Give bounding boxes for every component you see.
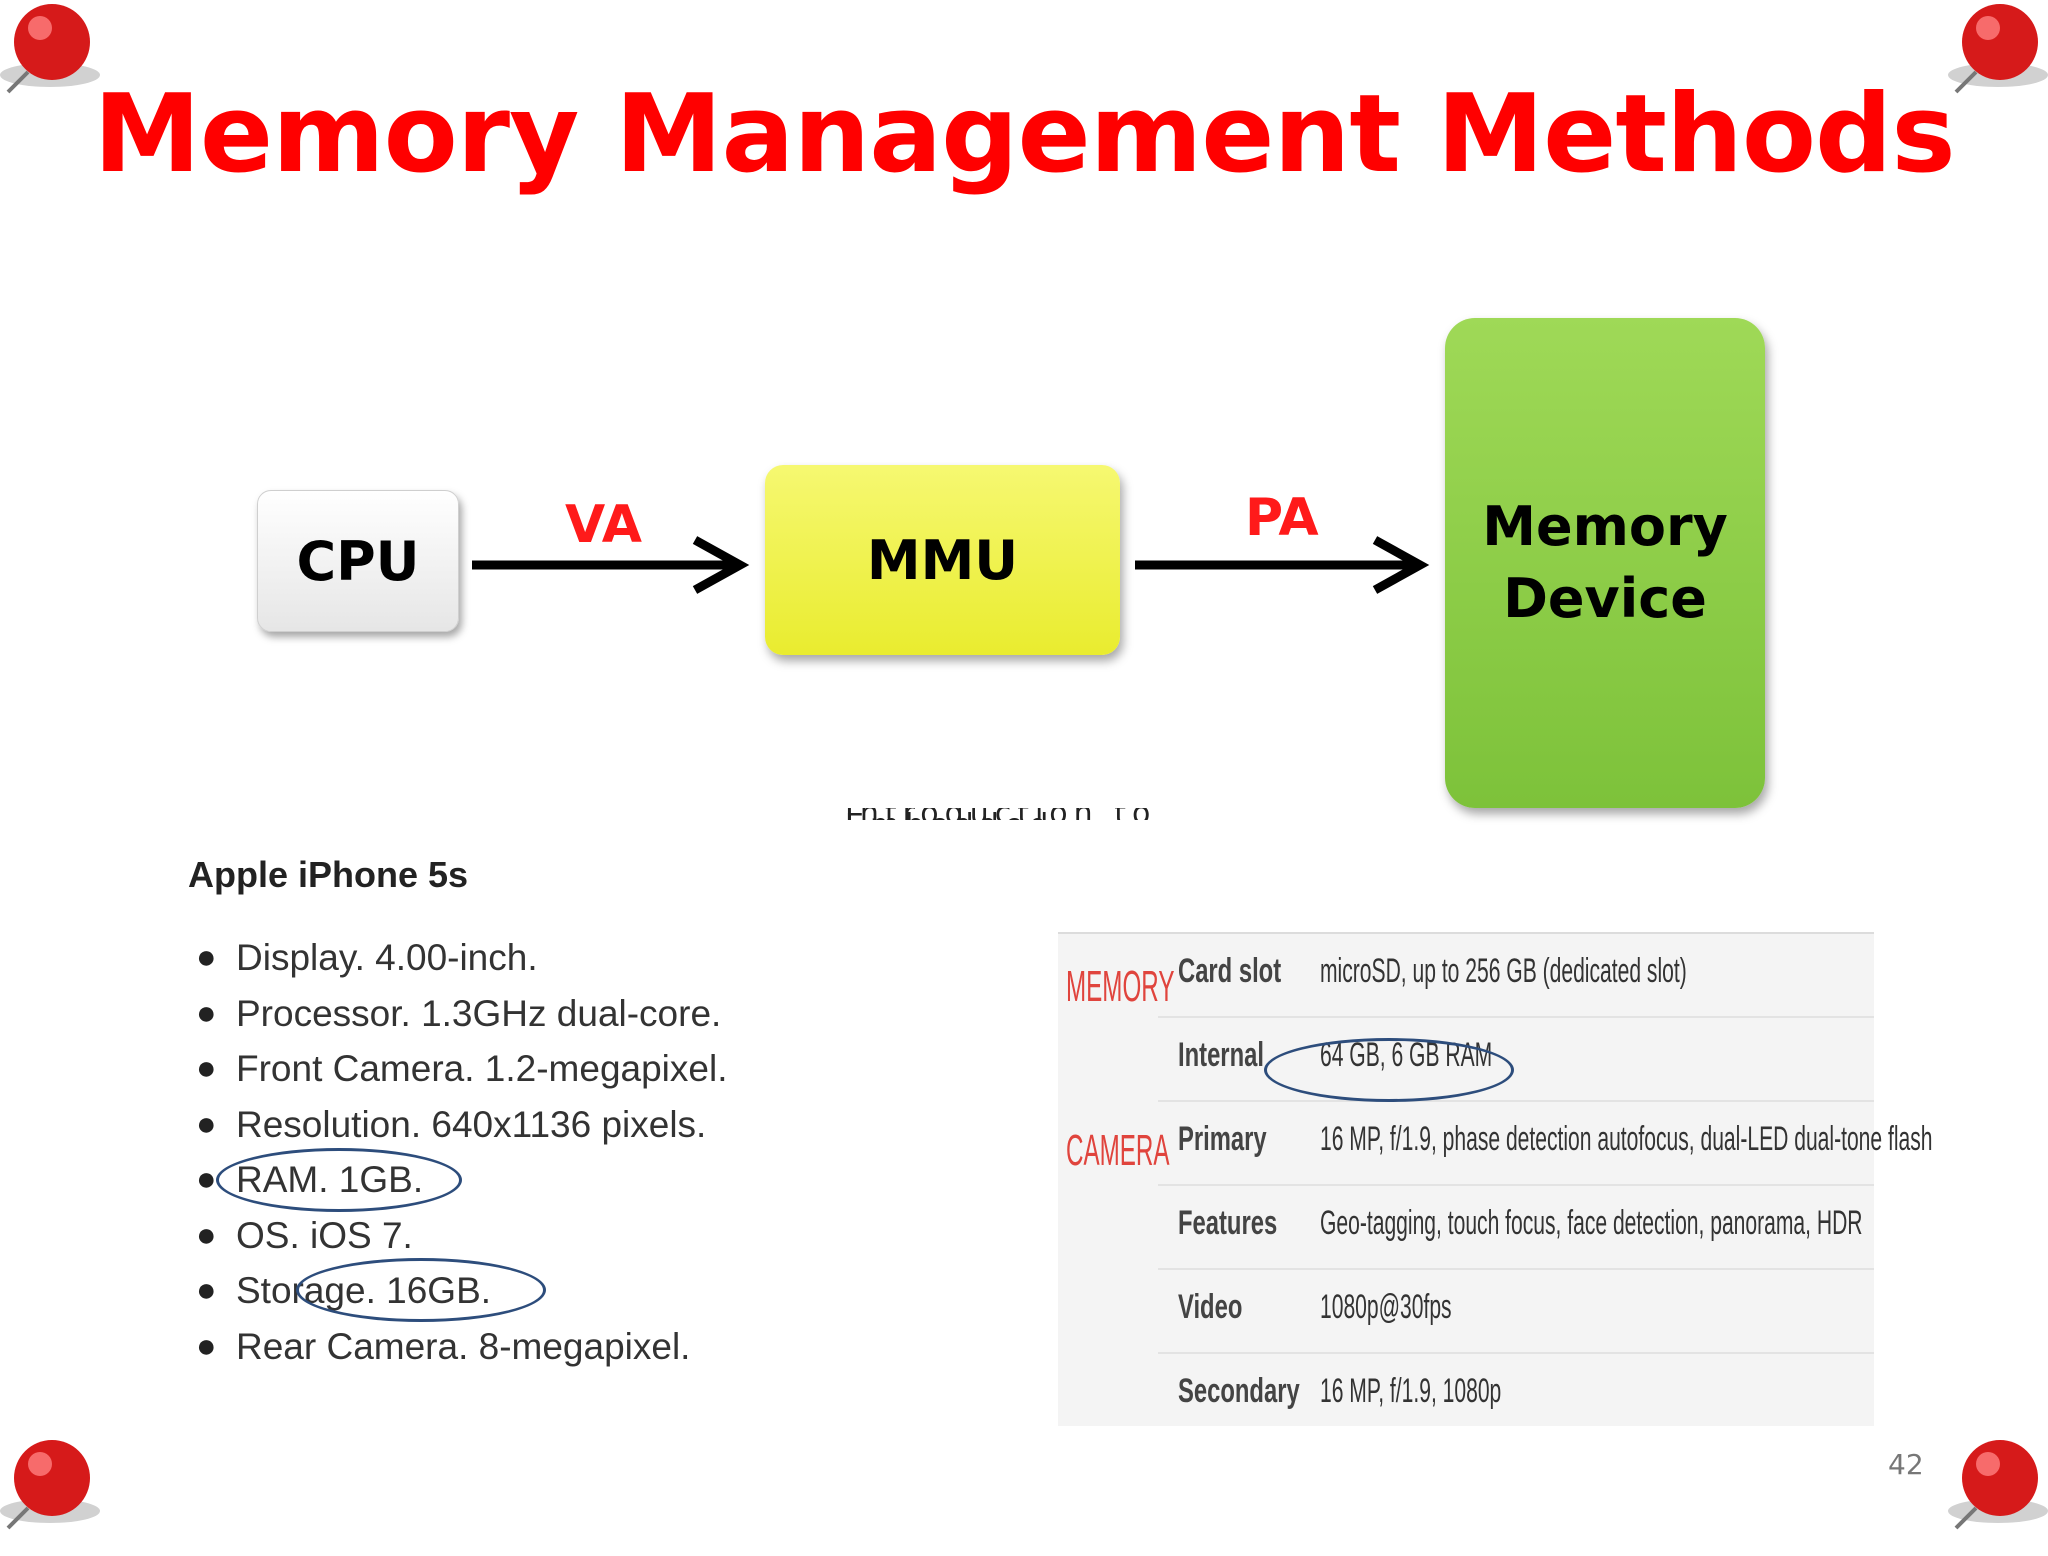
spec-text: OS. iOS 7. <box>236 1214 413 1256</box>
row-label: Video <box>1178 1288 1243 1326</box>
list-item: ● OS. iOS 7. <box>188 1208 727 1264</box>
slide-title: Memory Management Methods <box>93 72 1955 197</box>
table-row: Features Geo-tagging, touch focus, face … <box>1158 1186 1874 1270</box>
phone-spec-list: ● Display. 4.00-inch. ● Processor. 1.3GHz … <box>188 930 727 1374</box>
bullet-icon: ● <box>196 1104 217 1143</box>
bullet-icon: ● <box>196 993 217 1032</box>
pushpin-icon <box>1948 4 2048 94</box>
spec-text: Display. 4.00-inch. <box>236 937 538 978</box>
row-value: Geo-tagging, touch focus, face detection… <box>1320 1204 1863 1242</box>
highlight-ellipse-internal <box>1264 1038 1514 1102</box>
list-item: ● Front Camera. 1.2-megapixel. <box>188 1041 727 1097</box>
row-value: 16 MP, f/1.9, phase detection autofocus,… <box>1320 1120 1933 1158</box>
list-item: ● Display. 4.00-inch. <box>188 930 727 986</box>
pushpin-icon <box>1948 1440 2048 1530</box>
spec-text: Rear Camera. 8-megapixel. <box>236 1325 691 1367</box>
bullet-icon: ● <box>196 1326 217 1365</box>
mmu-label: MMU <box>866 528 1019 592</box>
spec-table: MEMORY CAMERA Card slot microSD, up to 2… <box>1058 932 1933 1426</box>
row-label: Features <box>1178 1204 1278 1242</box>
va-label: VA <box>565 495 642 555</box>
bullet-icon: ● <box>196 1271 217 1309</box>
table-row: Secondary 16 MP, f/1.9, 1080p <box>1158 1354 1874 1436</box>
table-row: Primary 16 MP, f/1.9, phase detection au… <box>1158 1102 1933 1186</box>
phone-title: Apple iPhone 5s <box>188 854 469 895</box>
memory-label-line2: Device <box>1503 567 1707 630</box>
row-label: Card slot <box>1178 952 1282 990</box>
highlight-ellipse-ram <box>216 1148 462 1212</box>
pa-label: PA <box>1245 488 1319 548</box>
spec-text: Processor. 1.3GHz dual-core. <box>236 992 722 1034</box>
spec-text: Resolution. 640x1136 pixels. <box>236 1103 707 1145</box>
cpu-label: CPU <box>296 529 420 593</box>
bullet-icon: ● <box>196 1215 217 1254</box>
memory-label-line1: Memory <box>1482 495 1728 558</box>
row-label: Primary <box>1178 1120 1267 1158</box>
pa-arrow-head <box>1372 536 1430 594</box>
pushpin-icon <box>0 4 100 94</box>
row-value: microSD, up to 256 GB (dedicated slot) <box>1320 952 1687 990</box>
row-label: Internal <box>1178 1036 1264 1074</box>
row-value: 1080p@30fps <box>1320 1288 1452 1326</box>
list-item: ● Rear Camera. 8-megapixel. <box>188 1319 727 1375</box>
bullet-icon: ● <box>196 1049 217 1087</box>
list-item: ● Processor. 1.3GHz dual-core. <box>188 986 727 1042</box>
spec-text: Front Camera. 1.2-megapixel. <box>236 1048 728 1089</box>
cropped-caption: Introduction to Embedded <box>845 808 1345 820</box>
page-number: 42 <box>1888 1448 1924 1481</box>
cpu-box: CPU <box>257 490 459 632</box>
bullet-icon: ● <box>196 1160 217 1198</box>
camera-section-label: CAMERA <box>1066 1126 1170 1175</box>
row-label: Secondary <box>1178 1372 1300 1410</box>
row-value: 16 MP, f/1.9, 1080p <box>1320 1372 1502 1410</box>
table-row: Internal 64 GB, 6 GB RAM <box>1158 1018 1874 1102</box>
memory-section-label: MEMORY <box>1066 962 1175 1011</box>
table-row: Video 1080p@30fps <box>1158 1270 1874 1354</box>
list-item: ● Resolution. 640x1136 pixels. <box>188 1097 727 1153</box>
highlight-ellipse-storage <box>296 1258 546 1322</box>
va-arrow-head <box>692 536 750 594</box>
bullet-icon: ● <box>196 938 217 976</box>
mmu-box: MMU <box>765 465 1120 655</box>
pushpin-icon <box>0 1440 100 1530</box>
memory-device-box: Memory Device <box>1445 318 1765 808</box>
table-row: Card slot microSD, up to 256 GB (dedicat… <box>1158 934 1874 1018</box>
